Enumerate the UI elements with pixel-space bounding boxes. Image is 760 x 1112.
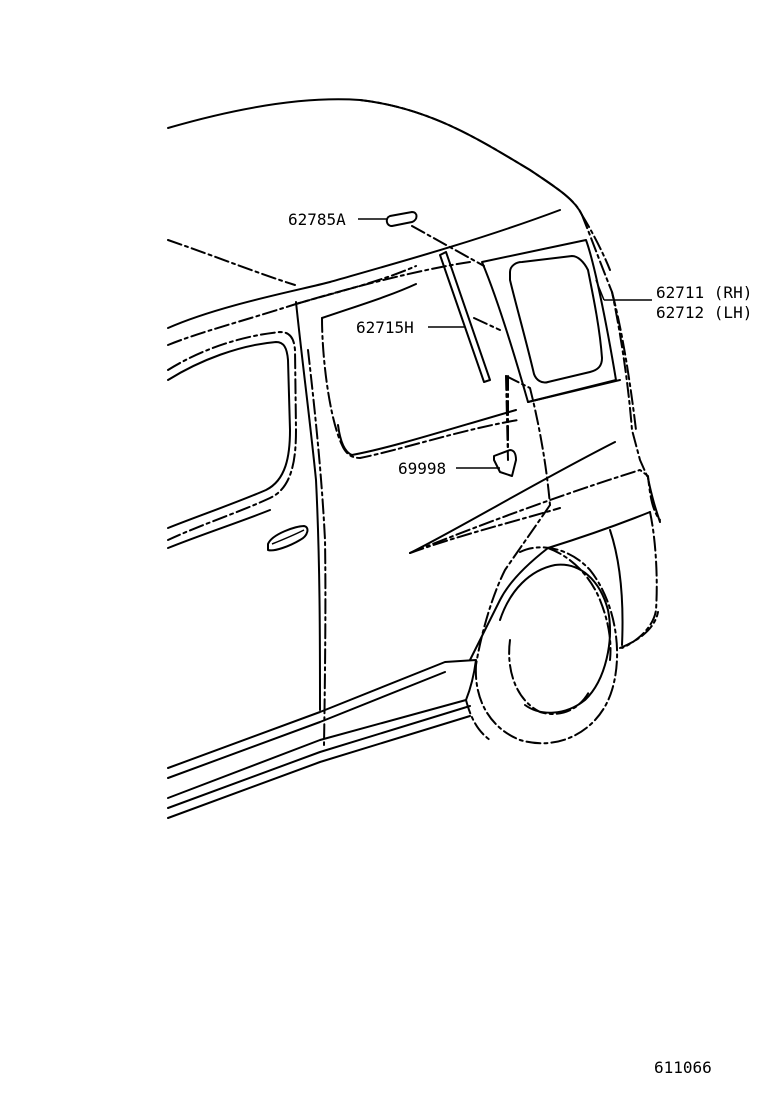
label-62715h: 62715H xyxy=(356,318,414,337)
rocker-panel xyxy=(167,659,491,819)
rear-wheel xyxy=(469,546,618,745)
rear-body xyxy=(409,291,661,666)
label-62785a: 62785A xyxy=(288,210,346,229)
label-69998: 69998 xyxy=(398,459,446,478)
c-pillar-garnish xyxy=(439,251,501,383)
emblem-part xyxy=(385,211,485,267)
roof-outline xyxy=(167,98,649,479)
leader-lines xyxy=(358,218,652,469)
label-62711: 62711 (RH) xyxy=(656,283,752,302)
front-door-window xyxy=(167,331,309,552)
door-handle xyxy=(267,525,309,552)
door-seam xyxy=(295,301,327,746)
sliding-door-window xyxy=(321,283,519,459)
clip-part xyxy=(493,375,517,477)
quarter-window xyxy=(481,239,621,403)
figure-number: 611066 xyxy=(654,1058,712,1077)
label-62712: 62712 (LH) xyxy=(656,303,752,322)
